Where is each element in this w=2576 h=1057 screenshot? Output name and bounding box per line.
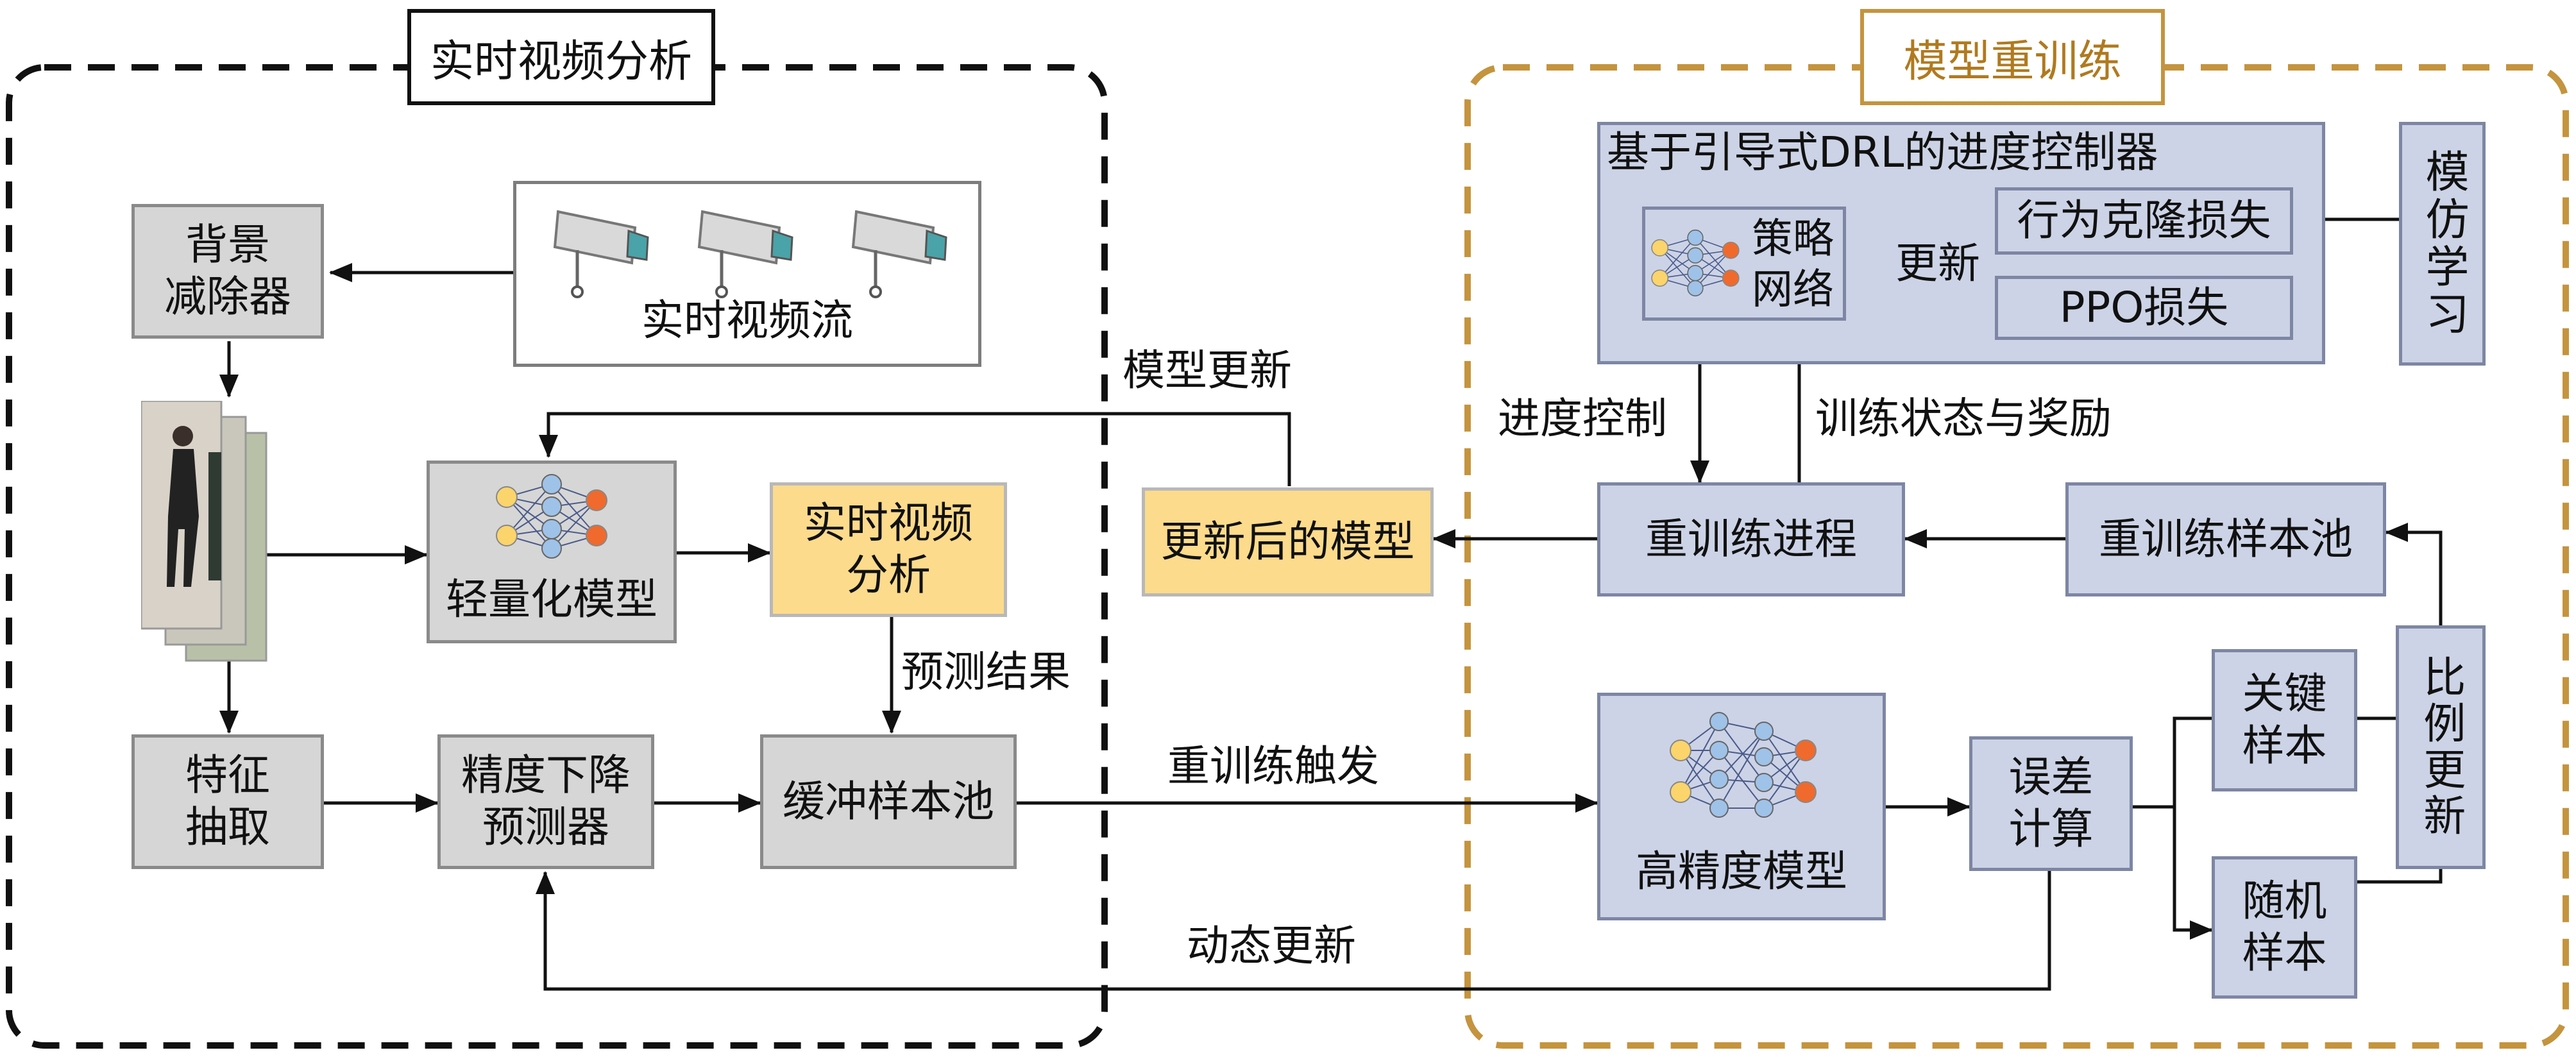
camera-stream-box: 实时视频流 [513, 181, 981, 367]
realtime-analysis-box: 实时视频 分析 [770, 482, 1007, 617]
camera-stream-label: 实时视频流 [641, 296, 853, 346]
realtime-section-frame [6, 64, 1108, 1049]
ppo-loss-box: PPO损失 [1995, 276, 2293, 340]
train-state-reward-label: 训练状态与奖励 [1815, 394, 2112, 443]
key-samples-box: 关键 样本 [2212, 649, 2357, 791]
ratio-update-box: 比例更新 [2396, 625, 2486, 869]
neural-network-icon [1651, 229, 1740, 297]
edge-samples-to-ratio [2357, 716, 2443, 884]
neural-network-icon [1670, 712, 1817, 818]
model-update-label: 模型更新 [1123, 346, 1292, 395]
accuracy-drop-predictor-box: 精度下降 预测器 [437, 734, 654, 869]
high-accuracy-model-label: 高精度模型 [1636, 847, 1847, 897]
retrain-section-title: 模型重训练 [1860, 9, 2165, 105]
retrain-trigger-label: 重训练触发 [1167, 741, 1379, 791]
policy-network-label: 策略 网络 [1752, 216, 1834, 314]
edge-ratio-to-pool [2385, 523, 2443, 625]
error-calc-box: 误差 计算 [1969, 736, 2133, 871]
updated-model-box: 更新后的模型 [1142, 487, 1434, 596]
behavior-clone-loss-box: 行为克隆损失 [1995, 187, 2293, 255]
drl-controller-title: 基于引导式DRL的进度控制器 [1607, 128, 2158, 177]
random-samples-box: 随机 样本 [2212, 856, 2357, 999]
high-accuracy-model-box: 高精度模型 [1597, 693, 1886, 920]
background-subtractor-box: 背景 减除器 [131, 204, 324, 339]
retrain-process-box: 重训练进程 [1597, 482, 1905, 596]
camera-icon [553, 210, 649, 298]
camera-icon [697, 210, 793, 298]
feature-extraction-box: 特征 抽取 [131, 734, 324, 869]
edge-error-to-predictor [536, 871, 2051, 991]
edge-updated-to-model [539, 412, 1291, 486]
imitation-learning-box: 模仿学习 [2399, 122, 2486, 366]
foreground-frames-image [141, 401, 267, 662]
retrain-pool-box: 重训练样本池 [2065, 482, 2386, 596]
update-edge-label: 更新 [1895, 239, 1980, 288]
buffer-pool-box: 缓冲样本池 [760, 734, 1017, 869]
realtime-section-title: 实时视频分析 [407, 9, 715, 105]
prediction-result-label: 预测结果 [901, 647, 1071, 697]
dynamic-update-label: 动态更新 [1187, 921, 1356, 970]
neural-network-icon [496, 474, 607, 559]
lightweight-model-label: 轻量化模型 [446, 575, 657, 625]
policy-network-box [1642, 207, 1846, 321]
edge-error-to-samples [2133, 716, 2212, 930]
retrain-section-frame [1464, 64, 2569, 1049]
camera-icon [851, 210, 947, 298]
progress-control-label: 进度控制 [1498, 394, 1667, 443]
